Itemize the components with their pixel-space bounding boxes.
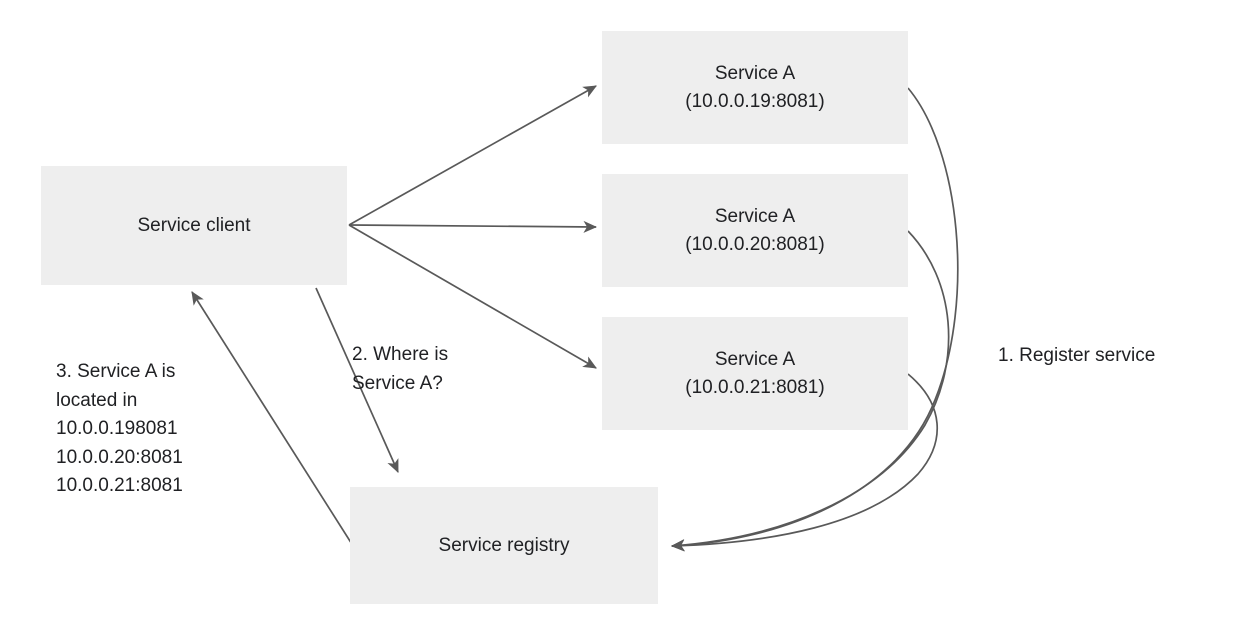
node-service-registry[interactable]: Service registry	[350, 487, 658, 604]
node-service-a-2-address: (10.0.0.20:8081)	[685, 233, 825, 255]
node-service-a-1[interactable]: Service A (10.0.0.19:8081)	[602, 31, 908, 144]
node-service-a-3[interactable]: Service A (10.0.0.21:8081)	[602, 317, 908, 430]
annotation-register-service: 1. Register service	[998, 345, 1156, 366]
node-service-client-label: Service client	[137, 214, 251, 236]
node-service-registry-label: Service registry	[438, 534, 570, 556]
node-service-a-1-address: (10.0.0.19:8081)	[685, 90, 825, 112]
annotation-where-is-service-a: 2. Where is Service A?	[352, 344, 449, 394]
node-service-a-3-address: (10.0.0.21:8081)	[685, 376, 825, 398]
edge-client-to-service-a-1	[348, 85, 597, 226]
node-service-a-1-label: Service A	[714, 62, 796, 84]
node-service-a-3-label: Service A	[714, 348, 796, 370]
annotation-service-a-located-in: 3. Service A is located in 10.0.0.198081…	[56, 361, 183, 496]
edge-client-to-service-a-2	[348, 220, 598, 233]
node-service-a-2[interactable]: Service A (10.0.0.20:8081)	[602, 174, 908, 287]
node-service-client[interactable]: Service client	[41, 166, 347, 285]
edge-registry-to-client	[191, 291, 363, 561]
node-service-a-2-label: Service A	[714, 205, 796, 227]
